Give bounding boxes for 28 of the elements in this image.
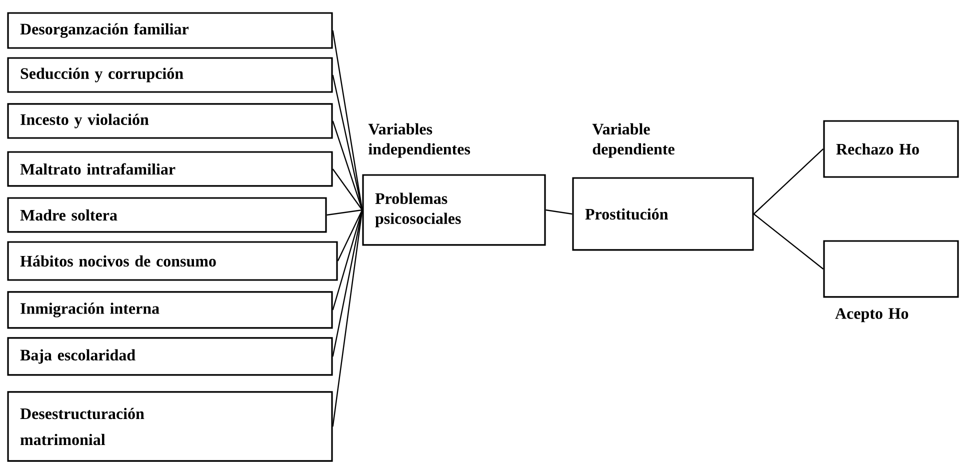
- factor-box: Desorganzación familiar: [7, 12, 333, 49]
- connector-line: [337, 210, 363, 262]
- connector-line: [332, 168, 363, 210]
- factor-box: Inmigración interna: [7, 291, 333, 329]
- connector-line: [332, 210, 363, 427]
- empty-box: [823, 240, 959, 298]
- process-box: Problemas psicosociales: [362, 174, 546, 246]
- connector-line: [332, 120, 363, 210]
- factor-box: Hábitos nocivos de consumo: [7, 241, 338, 281]
- factor-box: Baja escolaridad: [7, 337, 333, 376]
- factor-box: Seducción y corrupción: [7, 57, 333, 93]
- connector-line: [546, 209, 572, 215]
- factor-box: Incesto y violación: [7, 103, 333, 139]
- connector-line: [332, 74, 363, 210]
- connector-line: [753, 148, 824, 214]
- variable-label: Variable dependiente: [592, 123, 674, 158]
- connector-line: [332, 30, 363, 210]
- factor-box: Maltrato intrafamiliar: [7, 151, 333, 187]
- connector-line: [332, 210, 363, 357]
- connector-line: [332, 210, 363, 310]
- connector-line: [326, 209, 362, 216]
- factor-box: Desestructuración matrimonial: [7, 391, 333, 462]
- process-box: Prostitución: [572, 177, 754, 251]
- variable-label: Variables independientes: [368, 123, 470, 158]
- factor-box: Madre soltera: [7, 197, 327, 233]
- process-box: Rechazo Ho: [823, 120, 959, 178]
- variable-label: Acepto Ho: [835, 308, 908, 322]
- connector-line: [753, 214, 824, 270]
